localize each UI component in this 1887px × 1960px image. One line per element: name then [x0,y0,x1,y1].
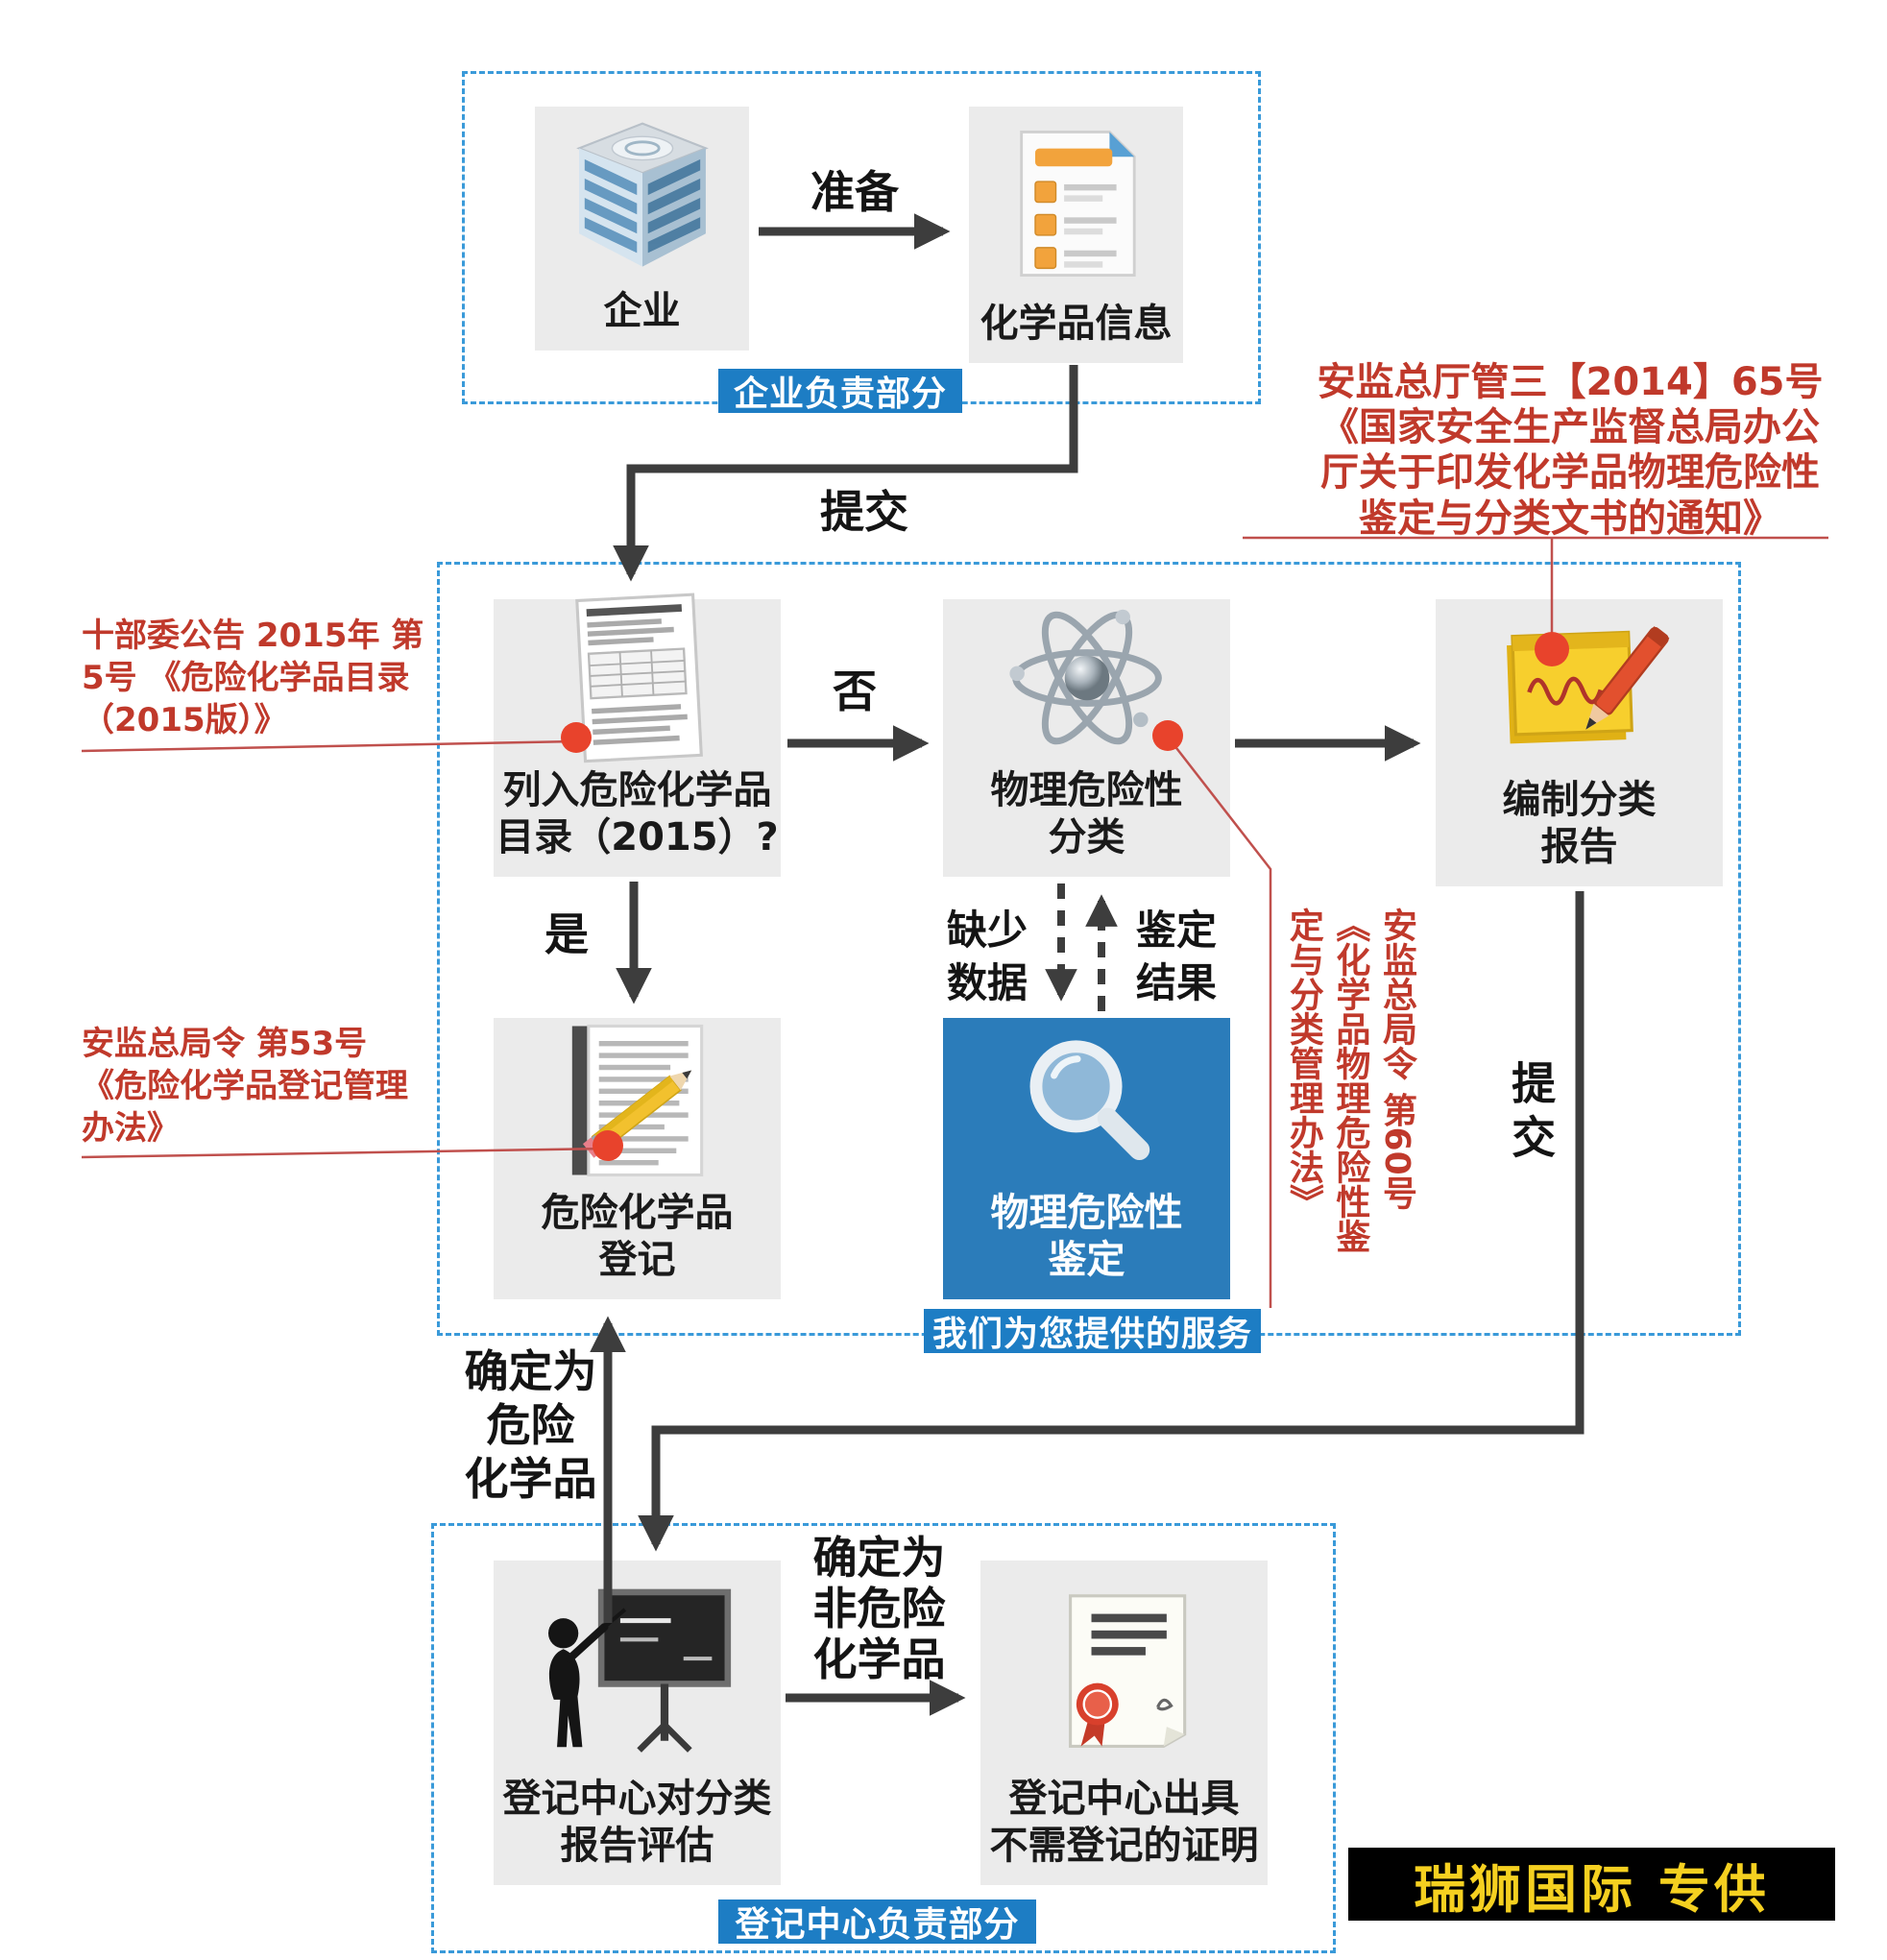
catalog-document-icon-wrap [494,589,781,767]
section-label-service: 我们为您提供的服务 [924,1309,1261,1354]
edge-label-not-hazardous: 确定为 非危险 化学品 [812,1532,946,1685]
node-catalog-check: 列入危险化学品 目录（2015）? [494,593,781,877]
node-certificate: 登记中心出具 不需登记的证明 [980,1561,1268,1885]
node-classification-label: 物理危险性 分类 [990,768,1183,860]
node-enterprise-label: 企业 [603,289,681,334]
node-enterprise: 企业 [535,107,749,351]
node-registration-label: 危险化学品 登记 [541,1191,734,1283]
document-list-icon [1019,131,1136,278]
annotation-notice-ref: 安监总厅管三【2014】65号 《国家安全生产监督总局办公 厅关于印发化学品物理… [1317,360,1824,541]
atom-icon-wrap [943,589,1230,767]
blackboard-presenter-icon-wrap [494,1561,781,1776]
register-document-icon-wrap [494,1011,781,1190]
section-label-center: 登记中心负责部分 [718,1900,1036,1945]
node-catalog-check-label: 列入危险化学品 目录（2015）? [496,768,779,860]
annotation-identification-ref: 安监总局令 第60号 《化学品物理危险性鉴 定与分类管理办法》 [1283,907,1416,1253]
edge-label-missing-data: 缺少 数据 [946,907,1028,1006]
node-identification-label: 物理危险性 鉴定 [990,1191,1183,1283]
certificate-seal-icon-wrap [980,1561,1268,1776]
magnifier-icon-wrap [943,1018,1230,1190]
annotation-registration-ref: 安监总局令 第53号 《危险化学品登记管理 办法》 [82,1025,408,1149]
section-label-service-text: 我们为您提供的服务 [931,1315,1252,1354]
atom-icon [1008,610,1162,745]
node-evaluation: 登记中心对分类 报告评估 [494,1561,781,1885]
certificate-seal-icon [1068,1594,1186,1749]
document-list-icon-wrap [969,107,1183,301]
catalog-document-icon [574,593,703,763]
node-certificate-label: 登记中心出具 不需登记的证明 [989,1777,1259,1869]
section-label-enterprise-text: 企业负责部分 [733,375,947,414]
watermark-text: 瑞狮国际 专供 [1414,1858,1770,1920]
node-report-label: 编制分类 报告 [1502,778,1657,870]
edge-label-is-hazardous: 确定为 危险 化学品 [464,1345,597,1506]
node-chem-info: 化学品信息 [969,107,1183,363]
node-evaluation-label: 登记中心对分类 报告评估 [502,1777,772,1869]
section-label-center-text: 登记中心负责部分 [735,1905,1020,1945]
notepad-pen-icon [1506,626,1669,744]
node-chem-info-label: 化学品信息 [980,302,1173,347]
watermark-banner: 瑞狮国际 专供 [1348,1848,1835,1921]
annotation-catalog-ref: 十部委公告 2015年 第 5号 《危险化学品目录 （2015版）》 [82,617,424,740]
edge-label-test-result: 鉴定 结果 [1135,907,1217,1006]
edge-label-submit-info: 提交 [820,486,908,538]
node-report: 编制分类 报告 [1436,599,1723,886]
magnifier-icon [1029,1040,1149,1160]
register-document-icon [571,1025,703,1177]
section-label-enterprise: 企业负责部分 [718,369,962,414]
edge-label-no: 否 [833,665,877,717]
edge-label-yes: 是 [544,908,589,960]
node-classification: 物理危险性 分类 [943,599,1230,877]
notepad-pen-icon-wrap [1436,598,1723,777]
edge-label-prepare: 准备 [810,166,899,218]
node-registration: 危险化学品 登记 [494,1018,781,1299]
building-icon [575,122,709,267]
building-icon-wrap [535,107,749,288]
node-identification: 物理危险性 鉴定 [943,1018,1230,1299]
blackboard-presenter-icon [547,1588,731,1754]
edge-label-submit-report: 提交 [1505,1060,1558,1168]
